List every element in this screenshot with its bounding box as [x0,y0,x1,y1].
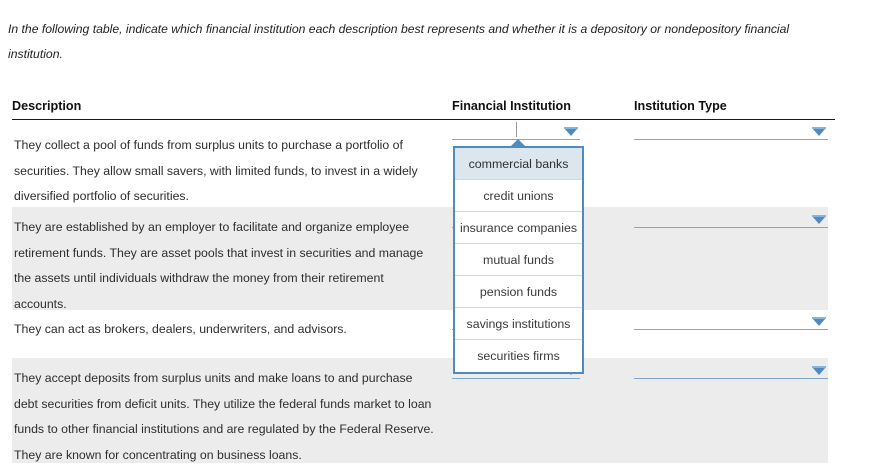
chevron-down-icon[interactable] [564,127,578,136]
dropdown-option-savings-institutions[interactable]: savings institutions [455,308,582,340]
assignment-table: Description Financial Institution Instit… [0,97,873,463]
dropdown-pointer-icon [509,139,527,148]
description-cell: They can act as brokers, dealers, underw… [14,322,347,336]
select-underline [634,329,828,330]
select-underline [634,139,828,140]
column-header-institution-type: Institution Type [634,99,727,113]
dropdown-option-securities-firms[interactable]: securities firms [455,340,582,372]
dropdown-option-mutual-funds[interactable]: mutual funds [455,244,582,276]
description-cell: They are established by an employer to f… [14,220,424,311]
select-underline [452,378,580,379]
chevron-down-icon[interactable] [812,317,826,326]
institution-type-select-1[interactable] [634,122,828,140]
dropdown-option-insurance-companies[interactable]: insurance companies [455,212,582,244]
select-underline [634,227,828,228]
dropdown-option-commercial-banks[interactable]: commercial banks [455,148,582,180]
chevron-down-icon[interactable] [812,366,826,375]
table-header-row: Description Financial Institution Instit… [12,97,835,120]
dropdown-option-credit-unions[interactable]: credit unions [455,180,582,212]
column-header-financial-institution: Financial Institution [452,99,571,113]
instructions-text: In the following table, indicate which f… [8,22,790,61]
chevron-down-icon[interactable] [812,215,826,224]
dropdown-option-pension-funds[interactable]: pension funds [455,276,582,308]
institution-type-select-4[interactable] [634,361,828,379]
row-shade-2 [12,207,828,310]
chevron-down-icon[interactable] [812,127,826,136]
column-header-description: Description [12,99,82,113]
description-cell: They accept deposits from surplus units … [14,371,434,462]
institution-type-select-2[interactable] [634,210,828,228]
text-cursor [516,122,518,137]
row-shade-4 [12,358,828,463]
financial-institution-dropdown-list[interactable]: commercial banks credit unions insurance… [453,139,584,374]
description-cell: They collect a pool of funds from surplu… [14,138,418,203]
institution-type-select-3[interactable] [634,312,828,330]
select-underline [634,378,828,379]
